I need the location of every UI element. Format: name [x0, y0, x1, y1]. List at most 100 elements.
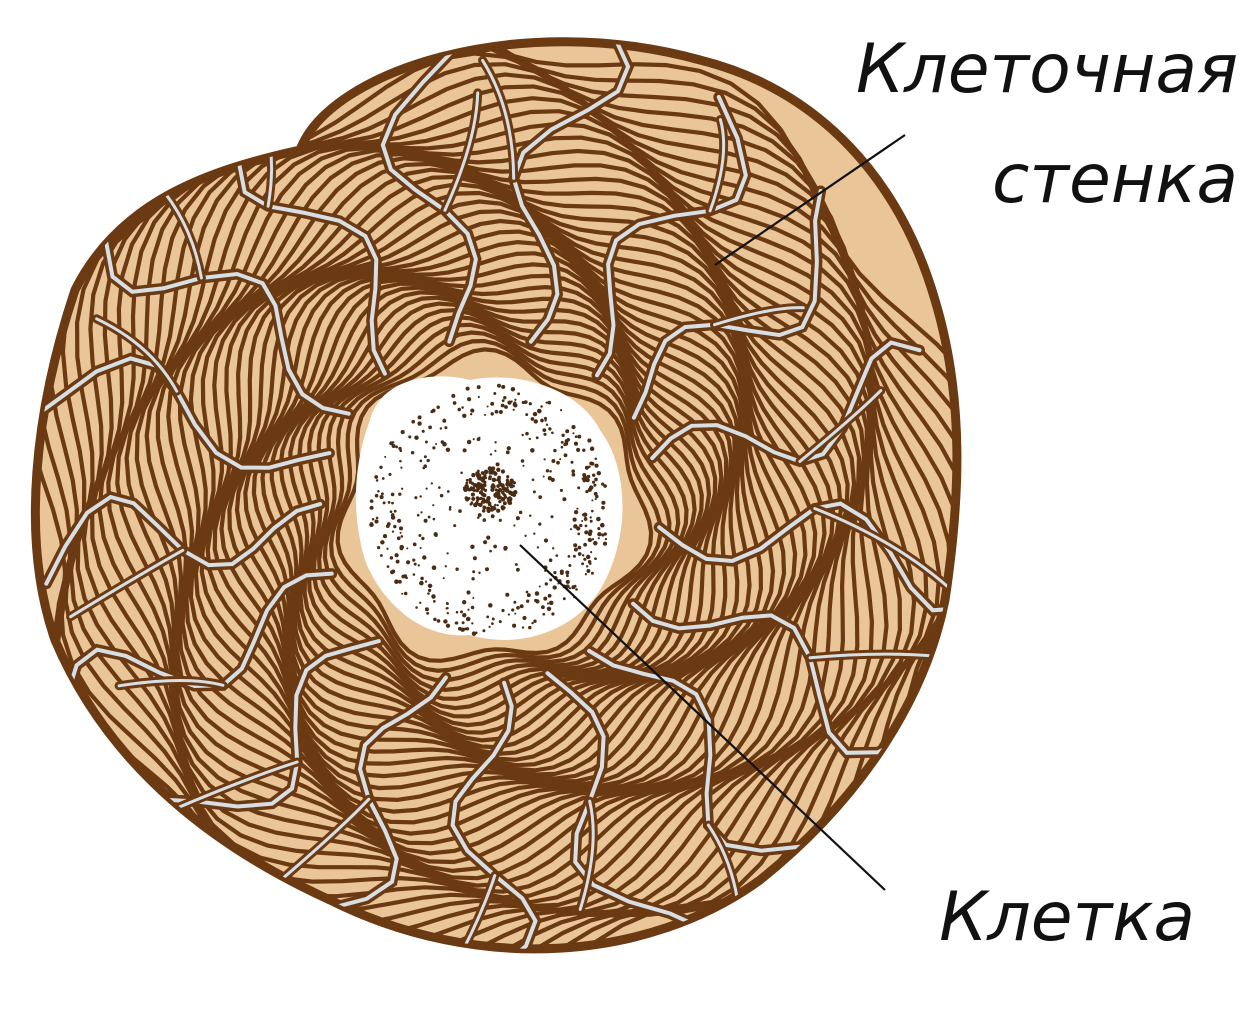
granule-dot: [505, 593, 509, 597]
granule-dot: [490, 412, 493, 415]
granule-dot: [578, 552, 582, 556]
granule-dot: [486, 535, 490, 539]
granule-dot: [418, 415, 422, 419]
granule-dot: [437, 619, 441, 623]
granule-dot: [494, 441, 496, 443]
granule-dot: [376, 517, 379, 520]
granule-dot: [482, 629, 485, 632]
granule-dot: [467, 440, 471, 444]
granule-dot: [433, 600, 436, 603]
granule-dot: [589, 485, 593, 489]
granule-dot: [411, 451, 414, 454]
granule-dot: [543, 475, 545, 477]
granule-dot: [492, 618, 495, 621]
granule-dot: [568, 564, 571, 567]
granule-dot: [513, 409, 515, 411]
granule-dot: [470, 545, 474, 549]
granule-dot: [370, 522, 373, 525]
granule-dot: [561, 446, 564, 449]
granule-dot: [568, 555, 571, 558]
granule-dot: [462, 613, 466, 617]
nucleus-dot: [486, 507, 491, 512]
granule-dot: [589, 461, 593, 465]
granule-dot: [370, 499, 374, 503]
granule-dot: [464, 627, 467, 630]
nucleus-dot: [497, 504, 499, 506]
granule-dot: [491, 622, 494, 625]
granule-dot: [488, 626, 490, 628]
granule-dot: [414, 563, 417, 566]
granule-dot: [588, 560, 592, 564]
nucleus-dot: [482, 505, 486, 509]
granule-dot: [591, 499, 593, 501]
granule-dot: [594, 557, 597, 560]
nucleus-dot: [497, 476, 501, 480]
nucleus-dot: [490, 505, 492, 507]
granule-dot: [458, 408, 461, 411]
granule-dot: [473, 556, 477, 560]
nucleus-dot: [482, 500, 485, 503]
granule-dot: [583, 543, 587, 547]
granule-dot: [466, 387, 470, 391]
granule-dot: [428, 516, 431, 519]
nucleus-dot: [488, 466, 492, 470]
nucleus-dot: [504, 495, 507, 498]
granule-dot: [398, 493, 401, 496]
granule-dot: [537, 409, 542, 414]
granule-dot: [597, 527, 600, 530]
granule-dot: [522, 465, 524, 467]
nucleus-dot: [469, 481, 472, 484]
granule-dot: [390, 556, 393, 559]
granule-dot: [601, 482, 604, 485]
granule-dot: [595, 457, 598, 460]
granule-dot: [529, 402, 532, 405]
granule-dot: [466, 590, 470, 594]
nucleus-dot: [506, 475, 509, 478]
nucleus-dot: [508, 497, 512, 501]
granule-dot: [532, 478, 535, 481]
granule-dot: [427, 592, 430, 595]
granule-dot: [511, 387, 516, 392]
granule-dot: [494, 450, 496, 452]
granule-dot: [543, 597, 547, 601]
granule-dot: [406, 547, 408, 549]
granule-dot: [445, 565, 447, 567]
granule-dot: [456, 611, 459, 614]
granule-dot: [552, 547, 554, 549]
granule-dot: [547, 401, 551, 405]
granule-dot: [590, 551, 592, 553]
granule-dot: [447, 490, 450, 493]
granule-dot: [525, 432, 529, 436]
granule-dot: [538, 495, 542, 499]
granule-dot: [543, 433, 546, 436]
granule-dot: [514, 613, 516, 615]
granule-dot: [551, 612, 554, 615]
granule-dot: [502, 399, 505, 402]
granule-dot: [501, 404, 505, 408]
cell-wall-label-line2: стенка: [992, 140, 1238, 219]
nucleus-dot: [484, 470, 489, 475]
granule-dot: [475, 632, 478, 635]
granule-dot: [490, 453, 492, 455]
granule-dot: [514, 399, 516, 401]
granule-dot: [527, 593, 531, 597]
granule-dot: [545, 582, 548, 585]
granule-dot: [565, 439, 569, 443]
granule-dot: [587, 475, 590, 478]
granule-dot: [419, 495, 421, 497]
granule-dot: [516, 516, 520, 520]
granule-dot: [559, 458, 561, 460]
granule-dot: [414, 496, 417, 499]
granule-dot: [420, 577, 424, 581]
granule-dot: [458, 509, 462, 513]
granule-dot: [372, 518, 375, 521]
granule-dot: [401, 593, 403, 595]
granule-dot: [446, 607, 448, 609]
granule-dot: [414, 435, 418, 439]
nucleus-dot: [496, 479, 498, 481]
granule-dot: [485, 567, 489, 571]
nucleus-dot: [496, 468, 500, 472]
granule-dot: [377, 546, 380, 549]
granule-dot: [590, 520, 593, 523]
granule-dot: [511, 608, 514, 611]
